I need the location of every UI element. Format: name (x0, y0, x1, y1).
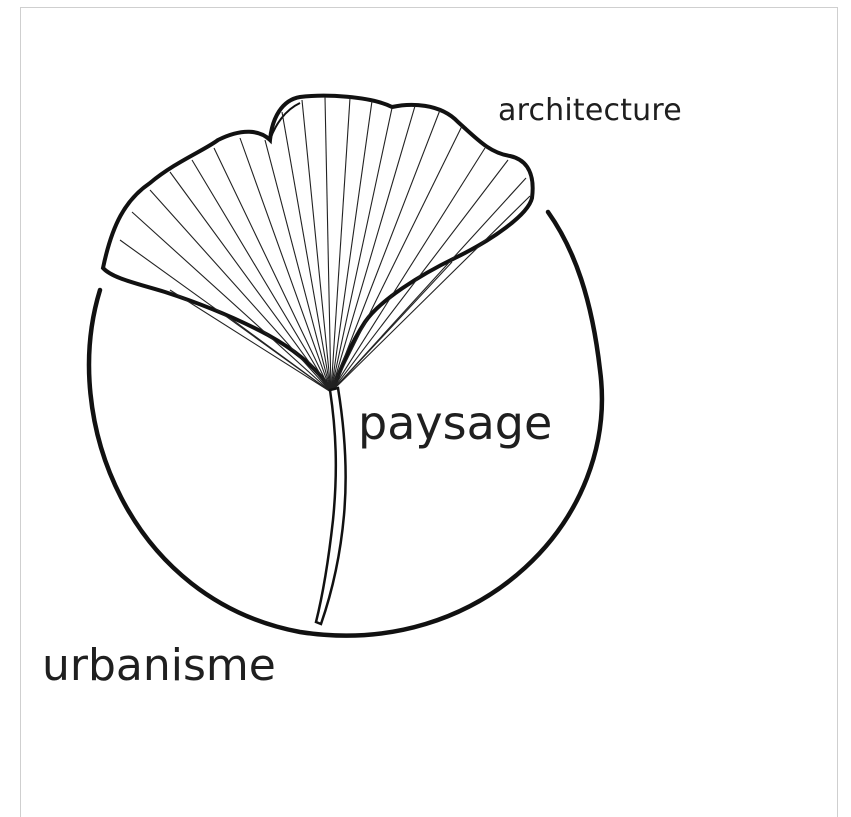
ginkgo-leaf-icon (103, 96, 533, 624)
label-paysage: paysage (358, 400, 552, 446)
label-urbanisme: urbanisme (42, 644, 276, 688)
leaf-stem (316, 388, 346, 624)
label-architecture: architecture (498, 96, 682, 126)
